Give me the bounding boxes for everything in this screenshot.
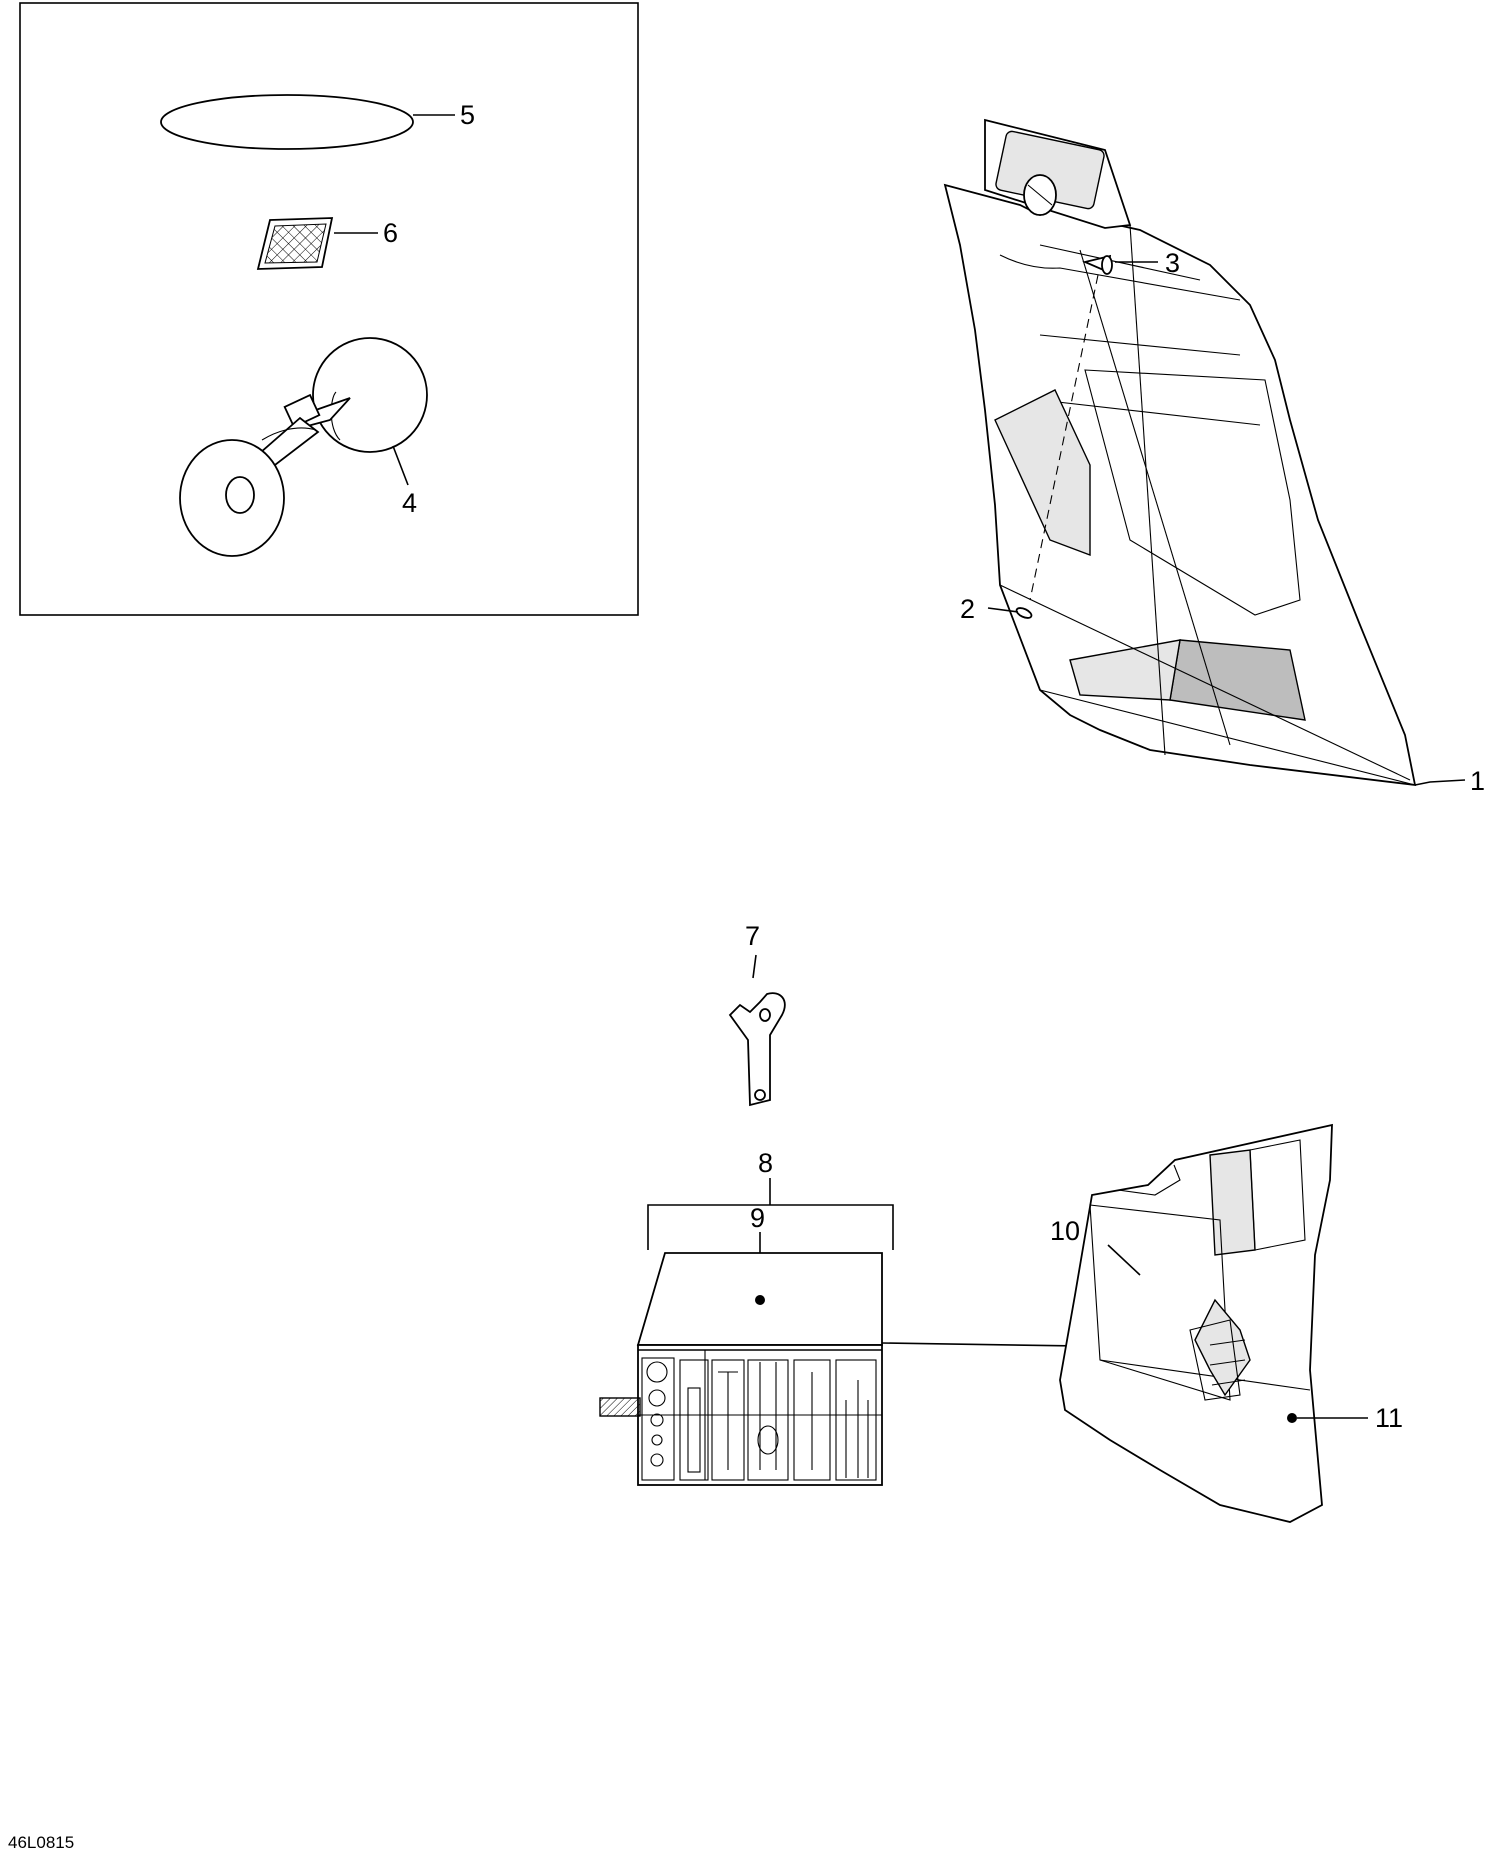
- callout-7: 7: [745, 921, 760, 951]
- callout-2: 2: [960, 594, 975, 624]
- horn-part: [179, 337, 428, 557]
- callout-1: 1: [1470, 766, 1485, 796]
- accessory-frame: [19, 2, 639, 616]
- clip-part: [987, 607, 1033, 619]
- storage-bracket-part: [1059, 1123, 1368, 1523]
- tool-kit-compartments: [641, 1350, 877, 1481]
- callout-4: 4: [402, 488, 417, 518]
- callout-10: 10: [1050, 1216, 1080, 1246]
- callout-11: 11: [1375, 1403, 1403, 1433]
- side-panel-part: [943, 118, 1466, 787]
- drawing-code: 46L0815: [8, 1833, 74, 1852]
- rivet-part: [1029, 254, 1158, 601]
- tool-kit-part: [599, 1178, 1214, 1486]
- callout-9: 9: [750, 1203, 765, 1233]
- callout-3: 3: [1165, 248, 1180, 278]
- callout-5: 5: [460, 100, 475, 130]
- callout-8: 8: [758, 1148, 773, 1178]
- decal-part: [256, 217, 378, 270]
- o-ring-part: [160, 94, 455, 150]
- callout-6: 6: [383, 218, 398, 248]
- wrench-part: [728, 954, 786, 1107]
